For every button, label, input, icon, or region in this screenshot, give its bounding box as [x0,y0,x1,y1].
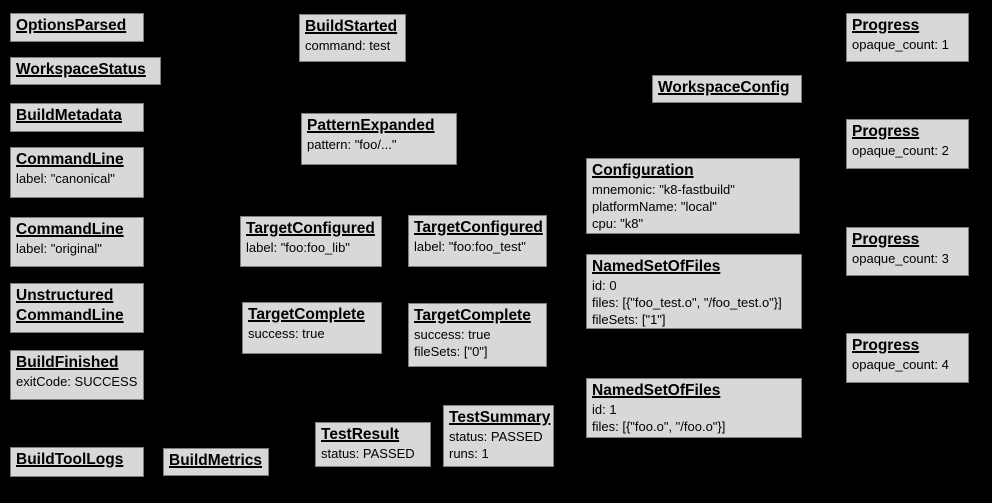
event-box-target-configured-foo-lib: TargetConfigured label: "foo:foo_lib" [240,216,382,267]
event-title: TargetConfigured [246,220,375,237]
event-title: CommandLine [16,221,124,238]
event-box-workspace-config: WorkspaceConfig [652,75,802,103]
event-box-command-line-original: CommandLine label: "original" [10,217,144,267]
event-field: command: test [305,38,391,53]
event-title: NamedSetOfFiles [592,382,721,399]
event-title: TargetComplete [248,306,365,323]
event-title: BuildMetadata [16,107,122,124]
event-field: runs: 1 [449,446,489,461]
event-box-pattern-expanded: PatternExpanded pattern: "foo/..." [301,113,457,165]
event-title: WorkspaceStatus [16,61,146,78]
event-title: TestResult [321,426,400,443]
event-title: Progress [852,123,920,140]
event-box-build-tool-logs: BuildToolLogs [10,447,144,477]
event-field: opaque_count: 4 [852,357,949,372]
event-box-command-line-canonical: CommandLine label: "canonical" [10,147,144,198]
event-field: id: 0 [592,278,617,293]
event-title: TestSummary [449,409,551,426]
event-field: pattern: "foo/..." [307,137,397,152]
event-title: BuildStarted [305,18,398,35]
event-field: cpu: "k8" [592,216,644,231]
event-field: success: true [414,327,491,342]
event-field: platformName: "local" [592,199,717,214]
event-box-progress-2: Progress opaque_count: 2 [846,119,969,169]
event-box-progress-1: Progress opaque_count: 1 [846,13,969,62]
event-box-build-finished: BuildFinished exitCode: SUCCESS [10,350,144,400]
event-box-workspace-status: WorkspaceStatus [10,57,161,85]
event-box-options-parsed: OptionsParsed [10,13,144,42]
event-field: exitCode: SUCCESS [16,374,138,389]
event-box-build-started: BuildStarted command: test [299,14,406,62]
event-title: BuildToolLogs [16,451,124,468]
event-title: TargetConfigured [414,219,543,236]
event-title: WorkspaceConfig [658,79,790,96]
event-box-target-complete-foo-lib: TargetComplete success: true [242,302,382,354]
event-field: mnemonic: "k8-fastbuild" [592,182,735,197]
event-field: status: PASSED [449,429,543,444]
event-box-test-result: TestResult status: PASSED [315,422,431,467]
event-title: Unstructured CommandLine [16,287,124,324]
event-box-named-set-of-files-0: NamedSetOfFiles id: 0 files: [{"foo_test… [586,254,802,329]
event-title: Progress [852,231,920,248]
event-title: Progress [852,17,920,34]
event-field: fileSets: ["1"] [592,312,666,327]
event-field: status: PASSED [321,446,415,461]
event-title: BuildFinished [16,354,119,371]
event-field: files: [{"foo_test.o", "/foo_test.o"}] [592,295,782,310]
event-box-named-set-of-files-1: NamedSetOfFiles id: 1 files: [{"foo.o", … [586,378,802,438]
event-field: label: "original" [16,241,102,256]
event-field: label: "foo:foo_lib" [246,240,350,255]
event-field: opaque_count: 3 [852,251,949,266]
event-box-build-metadata: BuildMetadata [10,103,144,132]
event-field: opaque_count: 1 [852,37,949,52]
event-box-unstructured-command-line: Unstructured CommandLine [10,283,144,333]
event-title: PatternExpanded [307,117,435,134]
event-title: OptionsParsed [16,17,127,34]
event-box-test-summary: TestSummary status: PASSED runs: 1 [443,405,554,467]
event-box-progress-3: Progress opaque_count: 3 [846,227,969,276]
event-field: opaque_count: 2 [852,143,949,158]
event-box-build-metrics: BuildMetrics [163,448,269,476]
event-field: files: [{"foo.o", "/foo.o"}] [592,419,726,434]
event-title: CommandLine [16,151,124,168]
event-field: fileSets: ["0"] [414,344,488,359]
event-title: Configuration [592,162,694,179]
event-box-target-complete-foo-test: TargetComplete success: true fileSets: [… [408,303,547,367]
event-title: TargetComplete [414,307,531,324]
event-box-target-configured-foo-test: TargetConfigured label: "foo:foo_test" [408,215,547,267]
event-field: label: "canonical" [16,171,115,186]
event-field: label: "foo:foo_test" [414,239,526,254]
event-box-progress-4: Progress opaque_count: 4 [846,333,969,383]
event-box-configuration: Configuration mnemonic: "k8-fastbuild" p… [586,158,800,234]
event-field: success: true [248,326,325,341]
event-title: NamedSetOfFiles [592,258,721,275]
event-field: id: 1 [592,402,617,417]
event-title: Progress [852,337,920,354]
event-title: BuildMetrics [169,452,263,469]
